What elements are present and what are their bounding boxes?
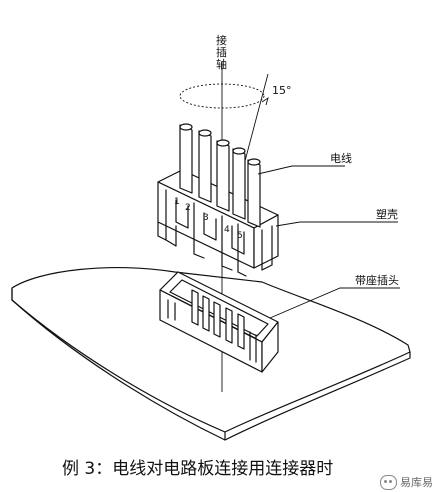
angle-label: 15° [272, 84, 292, 97]
axis-label-char: 插 [216, 45, 227, 59]
pin-number: 5 [237, 231, 243, 241]
circuit-board [11, 267, 411, 441]
rotation-arrow-icon [261, 96, 269, 106]
housing-label: 塑壳 [376, 207, 398, 221]
figure-caption: 例 3：电线对电路板连接用连接器时 [62, 459, 333, 479]
wire-label: 电线 [330, 151, 352, 165]
leader-lines [257, 165, 400, 319]
pin-number: 3 [203, 213, 209, 223]
pin-number: 4 [224, 225, 230, 235]
watermark: 易库易 [380, 474, 433, 490]
chat-bubble-icon [380, 474, 397, 490]
pin-number: 1 [174, 197, 180, 207]
wires [179, 123, 261, 228]
watermark-text: 易库易 [400, 476, 433, 489]
rotation-ellipse [179, 83, 265, 109]
axis-label-char: 轴 [216, 57, 227, 71]
header-label: 带座插头 [355, 273, 399, 287]
pin-header [159, 271, 279, 373]
pin-number: 2 [185, 203, 191, 213]
axis-label-char: 接 [216, 34, 227, 47]
